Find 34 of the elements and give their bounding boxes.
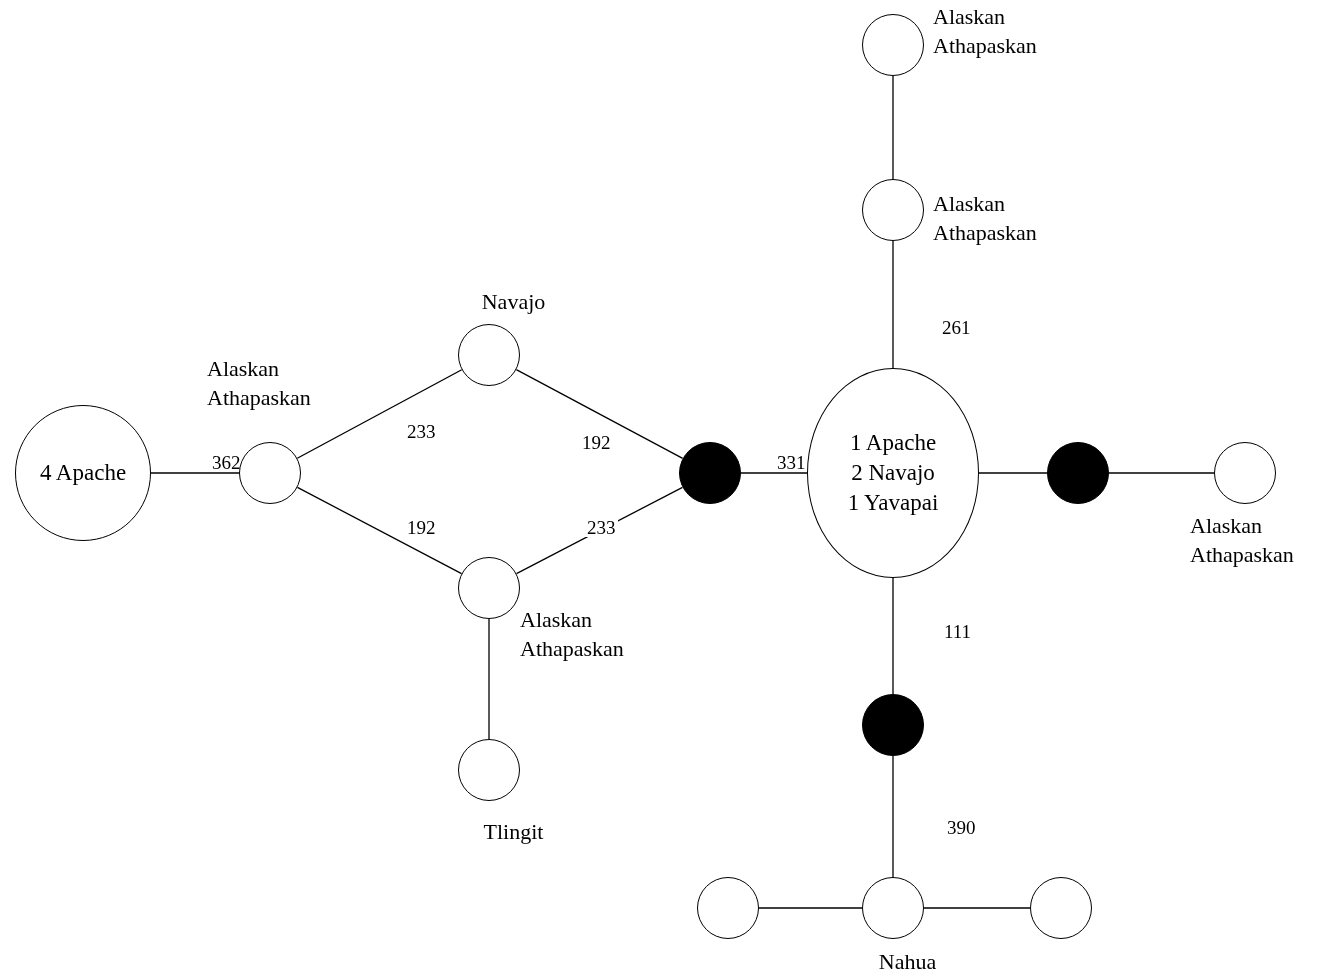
node-caption: Alaskan Athapaskan <box>1190 512 1295 569</box>
connector-line <box>892 577 894 695</box>
connector-line <box>488 618 490 740</box>
connector-line <box>978 472 1048 474</box>
node-caption: Nahua <box>877 948 938 976</box>
edge-label: 362 <box>210 453 243 472</box>
edge-label: 233 <box>405 422 438 441</box>
connector-line <box>892 240 894 369</box>
edge-label: 192 <box>405 518 438 537</box>
node-caption: Alaskan Athapaskan <box>933 190 1038 247</box>
edge-label: 192 <box>580 433 613 452</box>
edge-label: 261 <box>940 318 973 337</box>
node-caption: Alaskan Athapaskan <box>520 606 625 663</box>
connector-line <box>740 472 808 474</box>
connector-line <box>892 755 894 878</box>
node-caption: Alaskan Athapaskan <box>207 355 312 412</box>
connector-line <box>296 486 463 575</box>
connector-line <box>150 472 240 474</box>
connector-line <box>923 907 1031 909</box>
node-text: 1 Yavapai <box>847 488 939 517</box>
node-caption: Tlingit <box>482 818 545 846</box>
connector-line <box>758 907 863 909</box>
node-caption: Alaskan Athapaskan <box>933 3 1038 60</box>
edge-label: 331 <box>775 453 808 472</box>
node-text: 1 Apache <box>849 429 937 458</box>
node-caption: Navajo <box>480 288 547 316</box>
connector-line <box>515 368 684 460</box>
connector-line <box>892 75 894 180</box>
edge-label: 390 <box>945 818 978 837</box>
node-text: 4 Apache <box>39 459 127 488</box>
connector-line <box>296 369 463 459</box>
connector-line <box>1108 472 1215 474</box>
edge-label: 233 <box>585 518 618 537</box>
node-text: 2 Navajo <box>851 459 935 488</box>
